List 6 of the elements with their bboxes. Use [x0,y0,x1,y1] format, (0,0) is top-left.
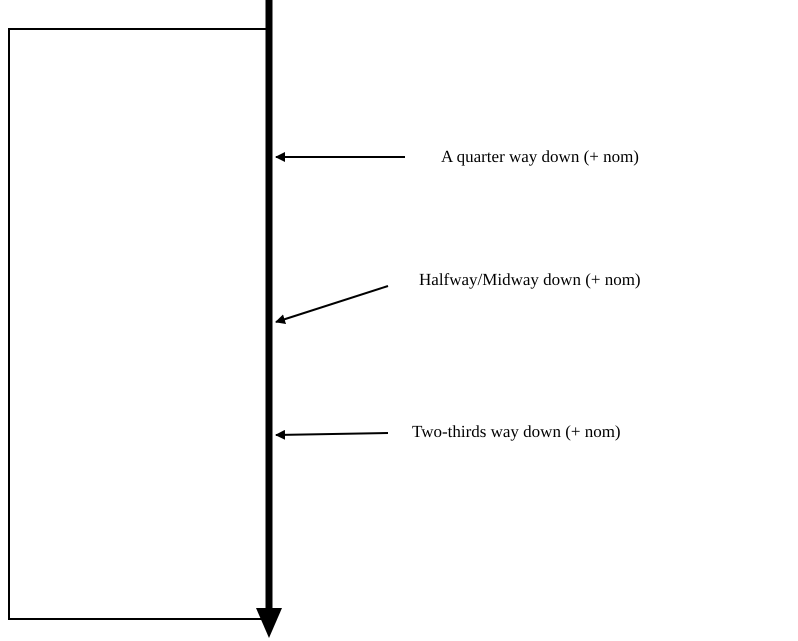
leader-arrow [275,285,388,324]
callout-text: Halfway/Midway down (+ nom) [419,270,641,290]
leader-arrow [275,430,388,440]
callout-text: Two-thirds way down (+ nom) [412,422,621,442]
leader-arrow [275,152,405,162]
callout-text: A quarter way down (+ nom) [441,147,639,167]
